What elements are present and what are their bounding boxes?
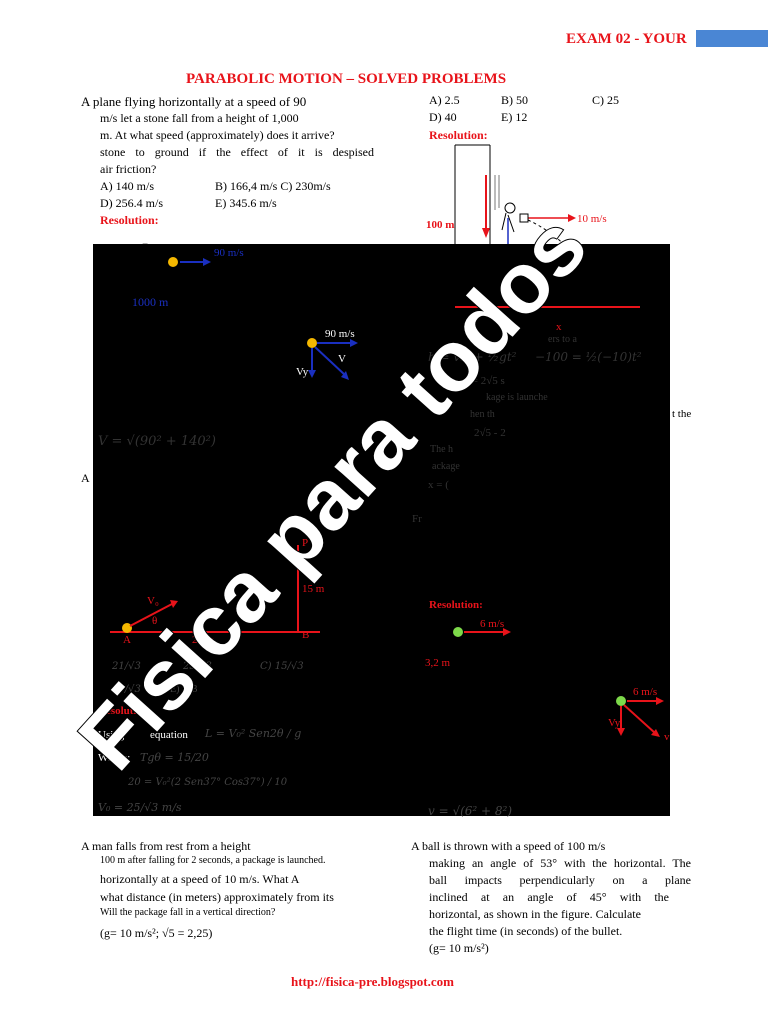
problem2-x-label: x <box>556 321 562 333</box>
problem2-option-e: E) 12 <box>501 110 528 124</box>
fragment-the-h: The h <box>430 444 454 455</box>
problem1-resolution-label: Resolution: <box>100 213 159 227</box>
fragment-ers: ers to a <box>548 334 577 345</box>
problem3-letter-a: A <box>81 471 90 485</box>
exam-label: EXAM 02 - YOUR <box>566 31 687 47</box>
v0-label: V₀ <box>147 595 159 607</box>
problem2-height-label: 100 m <box>426 219 455 231</box>
problem2-speed-label: 10 m/s <box>577 213 607 225</box>
watermark-text: Fisica para todos <box>61 198 606 788</box>
problem5-line-6: (g= 10 m/s²; √5 = 2,25) <box>100 926 213 940</box>
problem4-vy-label: Vy <box>608 717 621 729</box>
problem2-option-b: B) 50 <box>501 93 528 107</box>
fragment-then: hen th <box>470 409 495 420</box>
problem1-option-a: A) 140 m/s <box>100 179 154 193</box>
fragment-at-the: t the <box>672 408 692 420</box>
problem4-v-label: v <box>664 731 670 743</box>
v-label: V <box>338 353 346 365</box>
problem3-option-2: 25/√3 <box>183 661 212 672</box>
problem3-result: V₀ = 25/√3 m/s <box>98 801 182 814</box>
problem3-equation-word: equation <box>150 729 188 741</box>
problem6-line-3: ball impacts perpendicularly on a plane <box>429 873 691 887</box>
fragment-fr: Fr <box>412 513 422 525</box>
problem6-line-1: A ball is thrown with a speed of 100 m/s <box>411 839 606 853</box>
problem4-height-label: 3,2 m <box>425 657 451 669</box>
problem1-line-1: A plane flying horizontally at a speed o… <box>81 94 307 109</box>
problem1-speed-equation: V = √(90² + 140²) <box>98 434 216 449</box>
problem6-line-2: making an angle of 53° with the horizont… <box>429 856 691 870</box>
page-title: PARABOLIC MOTION – SOLVED PROBLEMS <box>186 71 507 87</box>
problem4-result-eq: v = √(6² + 8²) <box>428 804 513 818</box>
problem6-line-5: horizontal, as shown in the figure. Calc… <box>429 907 641 921</box>
fragment-launched: kage is launche <box>486 392 548 403</box>
footer-url-link[interactable]: http://fisica-pre.blogspot.com <box>291 974 454 989</box>
point-b-label: B <box>302 629 310 641</box>
header-blue-bar <box>696 30 768 47</box>
problem4-speed1-label: 6 m/s <box>480 618 505 630</box>
problem2-option-c: C) 25 <box>592 93 619 107</box>
problem1-line-4: stone to ground if the effect of it is d… <box>100 145 374 159</box>
height-1000-label: 1000 m <box>132 295 169 309</box>
problem3-range-eq: L = V₀² Sen2θ / g <box>205 727 302 740</box>
problem1-option-e: E) 345.6 m/s <box>215 196 277 210</box>
resolution-black-panel <box>93 244 670 816</box>
theta-label: θ <box>152 615 158 627</box>
point-a-label: A <box>123 634 131 646</box>
problem1-line-3: m. At what speed (approximately) does it… <box>100 128 335 142</box>
fragment-package: ackage <box>432 461 460 472</box>
problem2-resolution-label: Resolution: <box>429 128 488 142</box>
problem3-where: Where: <box>98 752 131 764</box>
problem3-option-c: C) 15/√3 <box>260 661 304 672</box>
fragment-eq1: h = v₀t + ½gt² <box>428 350 517 364</box>
problem1-line-5: air friction? <box>100 162 157 176</box>
problem3-using: Using <box>98 729 125 741</box>
problem3-option-e: E) 2√3 <box>170 684 198 695</box>
vy-label: Vy <box>296 366 309 378</box>
problem3-sub-eq: 20 = V₀²(2 Sen37° Cos37°) / 10 <box>128 777 288 788</box>
problem6-line-6: the flight time (in seconds) of the bull… <box>429 924 623 938</box>
fragment-x-eq: x = ( <box>428 479 449 491</box>
problem3-resolution-label: Resolution: <box>98 705 152 717</box>
distance-20-label: 20 m <box>192 634 215 646</box>
fragment-time-diff: 2√5 - 2 <box>474 427 506 439</box>
problem4-speed2-label: 6 m/s <box>633 686 658 698</box>
problem5-line-3: horizontally at a speed of 10 m/s. What … <box>100 872 300 886</box>
problem4-resolution-label: Resolution: <box>429 599 483 611</box>
problem1-option-d: D) 256.4 m/s <box>100 196 163 210</box>
problem5-line-1: A man falls from rest from a height <box>81 839 251 853</box>
problem3-option-1: 21/√3 <box>112 661 141 672</box>
problem6-line-4: inclined at an angle of 45° with the <box>429 890 669 904</box>
problem5-line-5: Will the package fall in a vertical dire… <box>100 907 276 918</box>
plane-speed-label: 90 m/s <box>214 247 244 259</box>
fragment-eq2: −100 = ½(−10)t² <box>535 350 642 364</box>
point-p-label: P <box>302 537 309 549</box>
problem1-option-b-c: B) 166,4 m/s C) 230m/s <box>215 179 331 193</box>
problem2-option-d: D) 40 <box>429 110 457 124</box>
problem5-line-4: what distance (in meters) approximately … <box>100 890 334 904</box>
problem3-tan-eq: Tgθ = 15/20 <box>140 751 209 764</box>
height-15-label: 15 m <box>302 583 325 595</box>
problem1-line-2: m/s let a stone fall from a height of 1,… <box>100 111 299 125</box>
impact-speed-label: 90 m/s <box>325 328 355 340</box>
problem6-line-7: (g= 10 m/s²) <box>429 941 489 955</box>
fragment-t-result: t = 2√5 s <box>466 375 505 387</box>
problem3-option-3: 10/√3 <box>112 684 141 695</box>
problem5-line-2: 100 m after falling for 2 seconds, a pac… <box>100 855 326 866</box>
problem2-option-a: A) 2.5 <box>429 93 460 107</box>
